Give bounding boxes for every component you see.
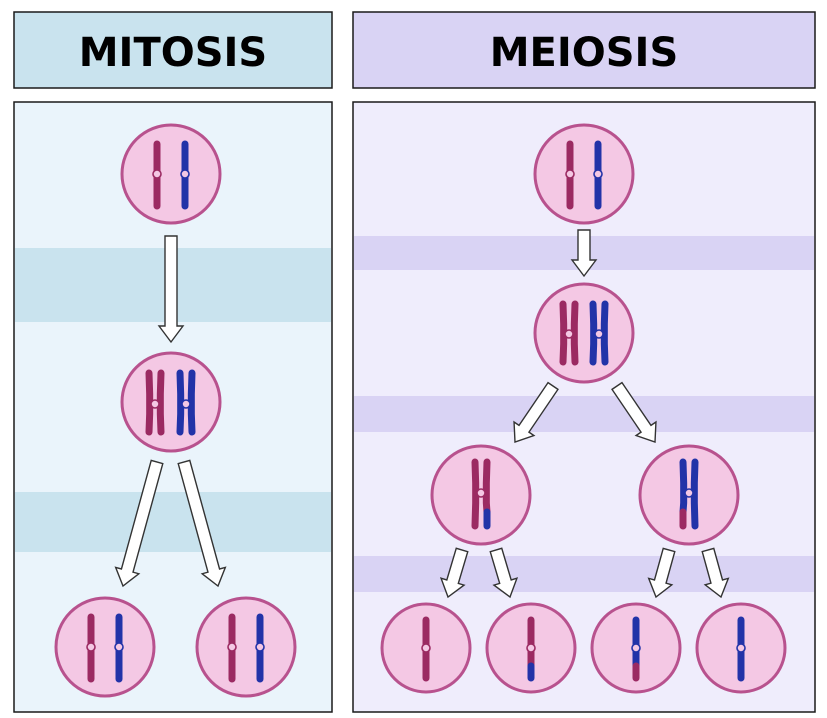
centromere — [565, 169, 575, 179]
cell-membrane — [533, 123, 635, 225]
arrow-shape — [647, 547, 676, 599]
centromere — [114, 642, 124, 652]
meiosis-header: MEIOSIS — [352, 11, 816, 89]
centromere — [526, 643, 536, 653]
centromere — [594, 329, 604, 339]
cell-membrane — [195, 596, 297, 698]
centromere — [736, 643, 746, 653]
centromere — [181, 399, 191, 409]
chromatid — [156, 369, 165, 436]
chromatid — [145, 369, 154, 436]
mitosis-replicated-cell — [120, 351, 222, 453]
arrow — [489, 547, 519, 599]
meiosis-title: MEIOSIS — [490, 30, 679, 76]
arrows-layer — [114, 229, 730, 599]
arrow-shape — [701, 547, 730, 599]
centromere — [684, 488, 694, 498]
arrow — [177, 459, 227, 588]
cell-membrane — [54, 596, 156, 698]
chromatid — [176, 369, 185, 436]
chromatid — [187, 369, 196, 436]
cell-membrane — [120, 123, 222, 225]
mitosis-band — [15, 492, 331, 552]
arrow — [701, 547, 730, 599]
arrow — [647, 547, 676, 599]
arrow — [157, 235, 185, 344]
mitosis-parent-cell — [120, 123, 222, 225]
chromatid — [600, 300, 609, 366]
gamete-cell — [380, 602, 472, 694]
centromere — [227, 642, 237, 652]
centromere — [564, 329, 574, 339]
meiosis-replicated-cell — [533, 282, 635, 384]
cells-layer — [54, 123, 787, 698]
cell-membrane — [120, 351, 222, 453]
arrow-shape — [439, 547, 469, 599]
arrow-shape — [114, 459, 164, 588]
centromere — [631, 643, 641, 653]
arrow-shape — [570, 229, 598, 278]
arrow-shape — [157, 235, 185, 344]
centromere — [152, 169, 162, 179]
meiosis-band — [354, 556, 814, 592]
chromatid — [589, 300, 598, 366]
arrow — [513, 381, 559, 443]
cell-membrane — [533, 282, 635, 384]
chromatid — [690, 458, 699, 530]
centromere — [180, 169, 190, 179]
chromatid — [559, 300, 568, 366]
arrow — [114, 459, 164, 588]
arrow — [570, 229, 598, 278]
chromatid — [679, 458, 688, 516]
arrow-shape — [177, 459, 227, 588]
arrow-shape — [611, 381, 657, 443]
centromere — [255, 642, 265, 652]
arrow-shape — [489, 547, 519, 599]
mitosis-title: MITOSIS — [79, 30, 267, 76]
centromere — [421, 643, 431, 653]
meiosis-band — [354, 396, 814, 432]
meiosis-i-daughter-cell — [430, 444, 532, 546]
centromere — [476, 488, 486, 498]
mitosis-daughter-cell — [54, 596, 156, 698]
centromere — [86, 642, 96, 652]
meiosis-parent-cell — [533, 123, 635, 225]
gamete-cell — [485, 602, 577, 694]
centromere — [593, 169, 603, 179]
centromere — [150, 399, 160, 409]
gamete-cell — [695, 602, 787, 694]
mitosis-header: MITOSIS — [13, 11, 333, 89]
gamete-cell — [590, 602, 682, 694]
meiosis-i-daughter-cell — [638, 444, 740, 546]
arrow-shape — [513, 381, 559, 443]
arrow — [439, 547, 469, 599]
arrow — [611, 381, 657, 443]
chromatid — [570, 300, 579, 366]
mitosis-daughter-cell — [195, 596, 297, 698]
chromatid — [482, 458, 491, 516]
chromatid — [471, 458, 480, 530]
